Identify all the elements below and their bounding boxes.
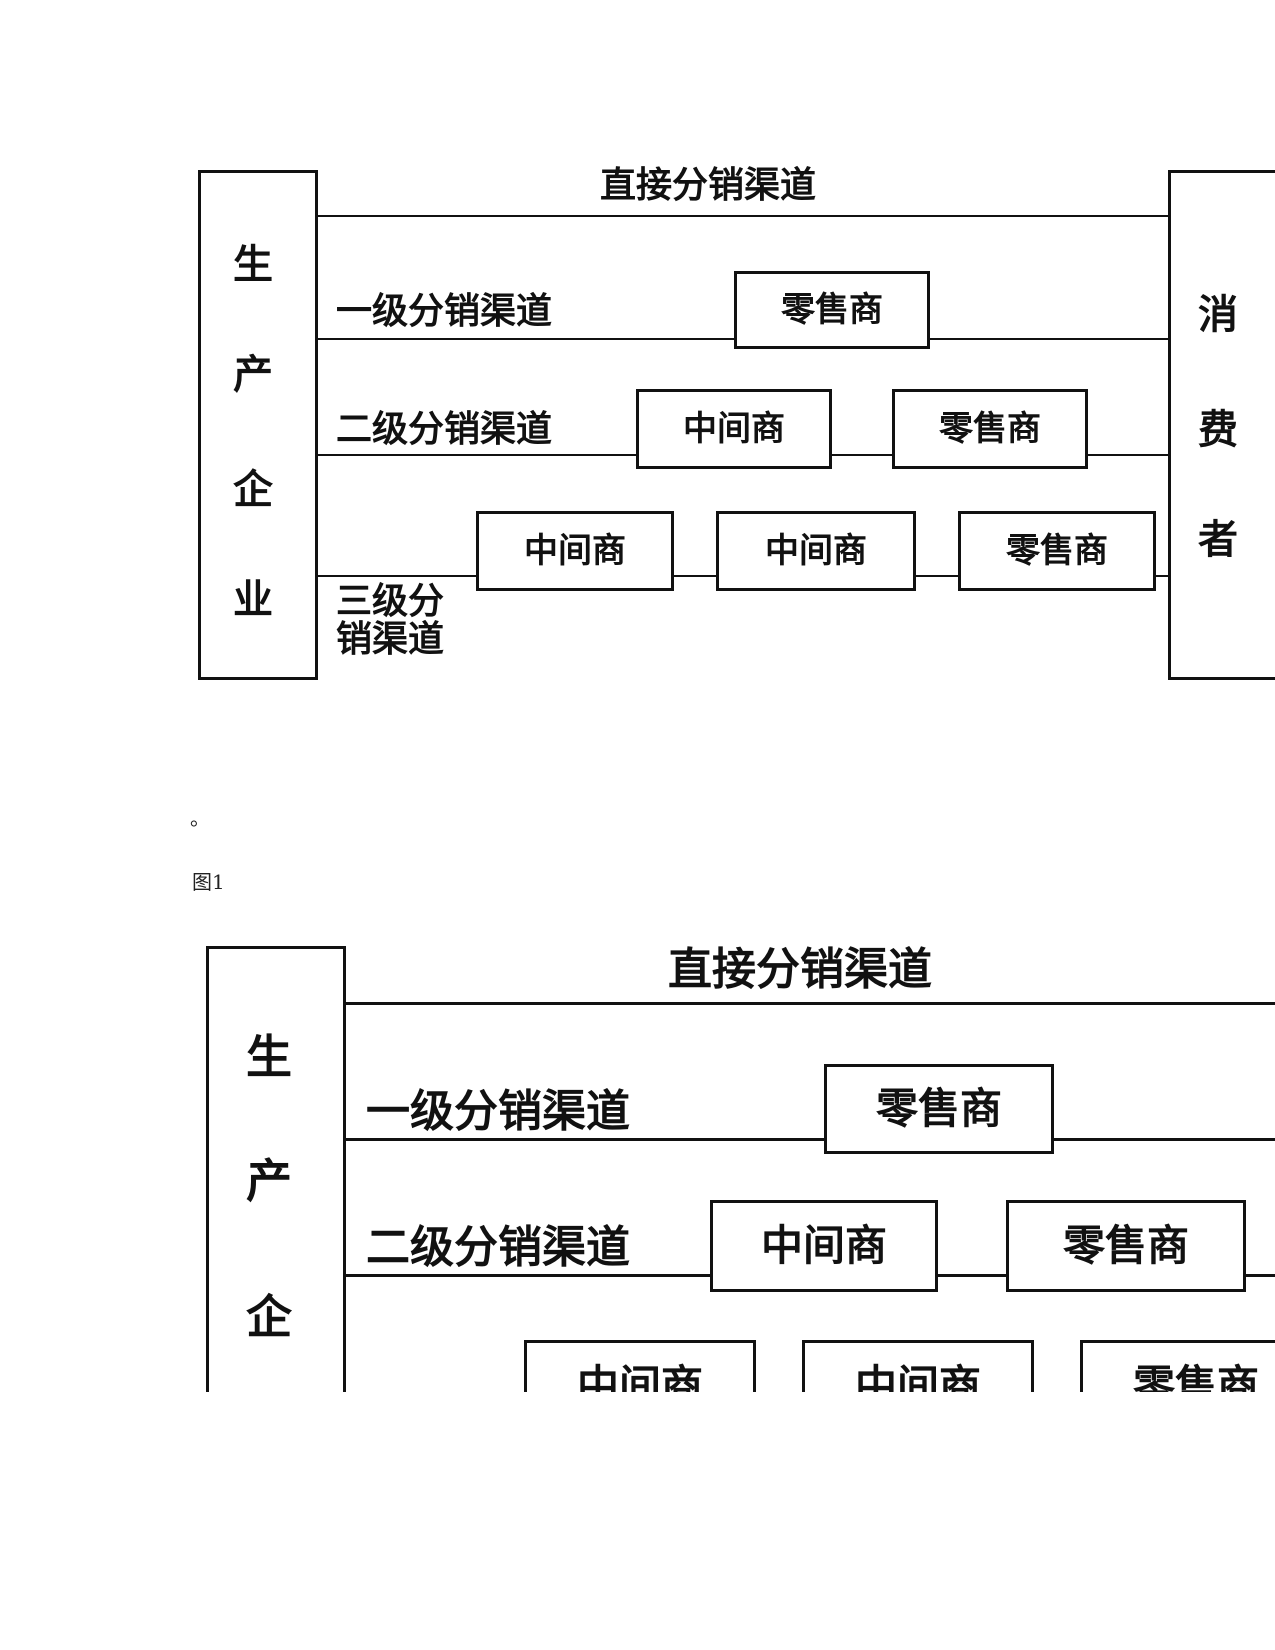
intermediary-box: 中间商 <box>476 511 674 591</box>
producer-char: 产 <box>233 352 273 398</box>
retailer-box: 零售商 <box>1006 1200 1246 1292</box>
intermediary-box: 中间商 <box>716 511 916 591</box>
producer-char: 生 <box>233 242 273 288</box>
direct-channel-line <box>346 1002 1275 1005</box>
level2-channel-label: 二级分销渠道 <box>366 1222 630 1273</box>
intermediary-box: 中间商 <box>636 389 832 469</box>
consumer-char: 者 <box>1198 517 1238 563</box>
direct-channel-line <box>318 215 1170 217</box>
intermediary-box: 中间商 <box>802 1340 1034 1392</box>
level2-channel-label: 二级分销渠道 <box>336 409 553 450</box>
retailer-box: 零售商 <box>734 271 930 349</box>
intermediary-label: 中间商 <box>576 1361 703 1393</box>
consumer-box <box>1168 170 1275 680</box>
level1-channel-label: 一级分销渠道 <box>336 291 553 332</box>
intermediary-label: 中间商 <box>683 409 785 449</box>
level1-channel-line <box>346 1138 1275 1141</box>
distribution-channel-diagram: 生 产 企 业 消 费 者 直接分销渠道 一级分销渠道 零售商 二级分销渠道 中… <box>0 160 1275 720</box>
level1-channel-label: 一级分销渠道 <box>366 1086 630 1137</box>
producer-char: 业 <box>233 577 273 623</box>
retailer-label: 零售商 <box>781 290 883 330</box>
intermediary-box: 中间商 <box>524 1340 756 1392</box>
intermediary-label: 中间商 <box>854 1361 981 1393</box>
retailer-label: 零售商 <box>939 409 1041 449</box>
retailer-box: 零售商 <box>892 389 1088 469</box>
direct-channel-label: 直接分销渠道 <box>600 165 817 206</box>
intermediary-label: 中间商 <box>760 1221 887 1270</box>
retailer-label: 零售商 <box>1062 1221 1189 1270</box>
separator-mark: 。 <box>190 806 210 830</box>
intermediary-label: 中间商 <box>524 531 626 571</box>
intermediary-label: 中间商 <box>765 531 867 571</box>
consumer-char: 消 <box>1198 292 1238 338</box>
distribution-channel-diagram-enlarged: 生 产 企 直接分销渠道 一级分销渠道 零售商 二级分销渠道 中间商 零售商 中… <box>0 930 1275 1392</box>
producer-char: 产 <box>246 1154 292 1208</box>
retailer-box: 零售商 <box>958 511 1156 591</box>
direct-channel-label: 直接分销渠道 <box>668 944 932 995</box>
producer-char: 企 <box>233 467 273 513</box>
producer-char: 企 <box>246 1290 292 1344</box>
figure-caption: 图1 <box>192 870 225 894</box>
retailer-label: 零售商 <box>875 1084 1002 1133</box>
consumer-char: 费 <box>1198 407 1238 453</box>
producer-box <box>206 946 346 1392</box>
retailer-box: 零售商 <box>824 1064 1054 1154</box>
retailer-label: 零售商 <box>1132 1361 1259 1393</box>
retailer-box: 零售商 <box>1080 1340 1275 1392</box>
retailer-label: 零售商 <box>1006 531 1108 571</box>
level3-channel-label: 三级分 <box>336 581 445 622</box>
producer-box <box>198 170 318 680</box>
level3-channel-label: 销渠道 <box>336 619 445 660</box>
intermediary-box: 中间商 <box>710 1200 938 1292</box>
producer-char: 生 <box>246 1030 292 1084</box>
